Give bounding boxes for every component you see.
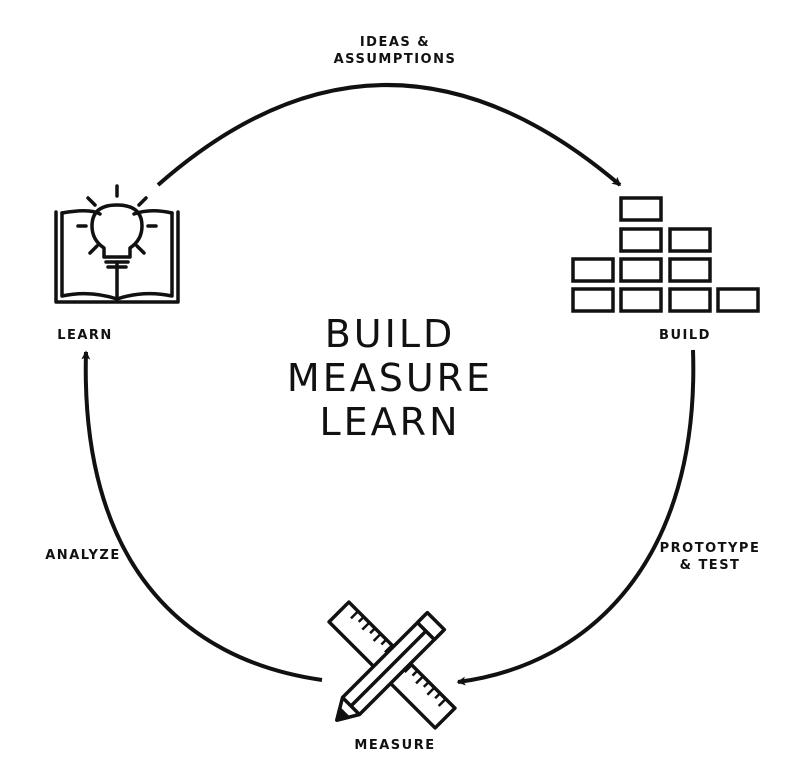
label-learn: LEARN: [57, 328, 113, 343]
arrow-build-to-measure: [456, 349, 696, 686]
label-prototype-line2: & TEST: [679, 558, 741, 573]
center-title-build: BUILD: [324, 312, 456, 356]
center-title-learn: LEARN: [319, 400, 461, 444]
label-measure: MEASURE: [354, 738, 436, 753]
ruler-pencil-icon: [327, 600, 457, 730]
lightbulb-book-icon: [54, 184, 180, 304]
center-title-measure: MEASURE: [286, 356, 494, 400]
label-ideas-assumptions: IDEAS & ASSUMPTIONS: [300, 34, 490, 68]
label-ideas-line1: IDEAS &: [359, 35, 431, 50]
label-prototype-test: PROTOTYPE & TEST: [640, 540, 780, 574]
arrow-measure-to-learn: [81, 350, 323, 682]
label-prototype-line1: PROTOTYPE: [659, 541, 761, 556]
label-ideas-line2: ASSUMPTIONS: [333, 52, 457, 67]
label-analyze: ANALYZE: [45, 548, 121, 563]
label-build: BUILD: [659, 328, 711, 343]
arrow-ideas-to-build: [156, 83, 622, 187]
blocks-icon: [571, 196, 760, 313]
